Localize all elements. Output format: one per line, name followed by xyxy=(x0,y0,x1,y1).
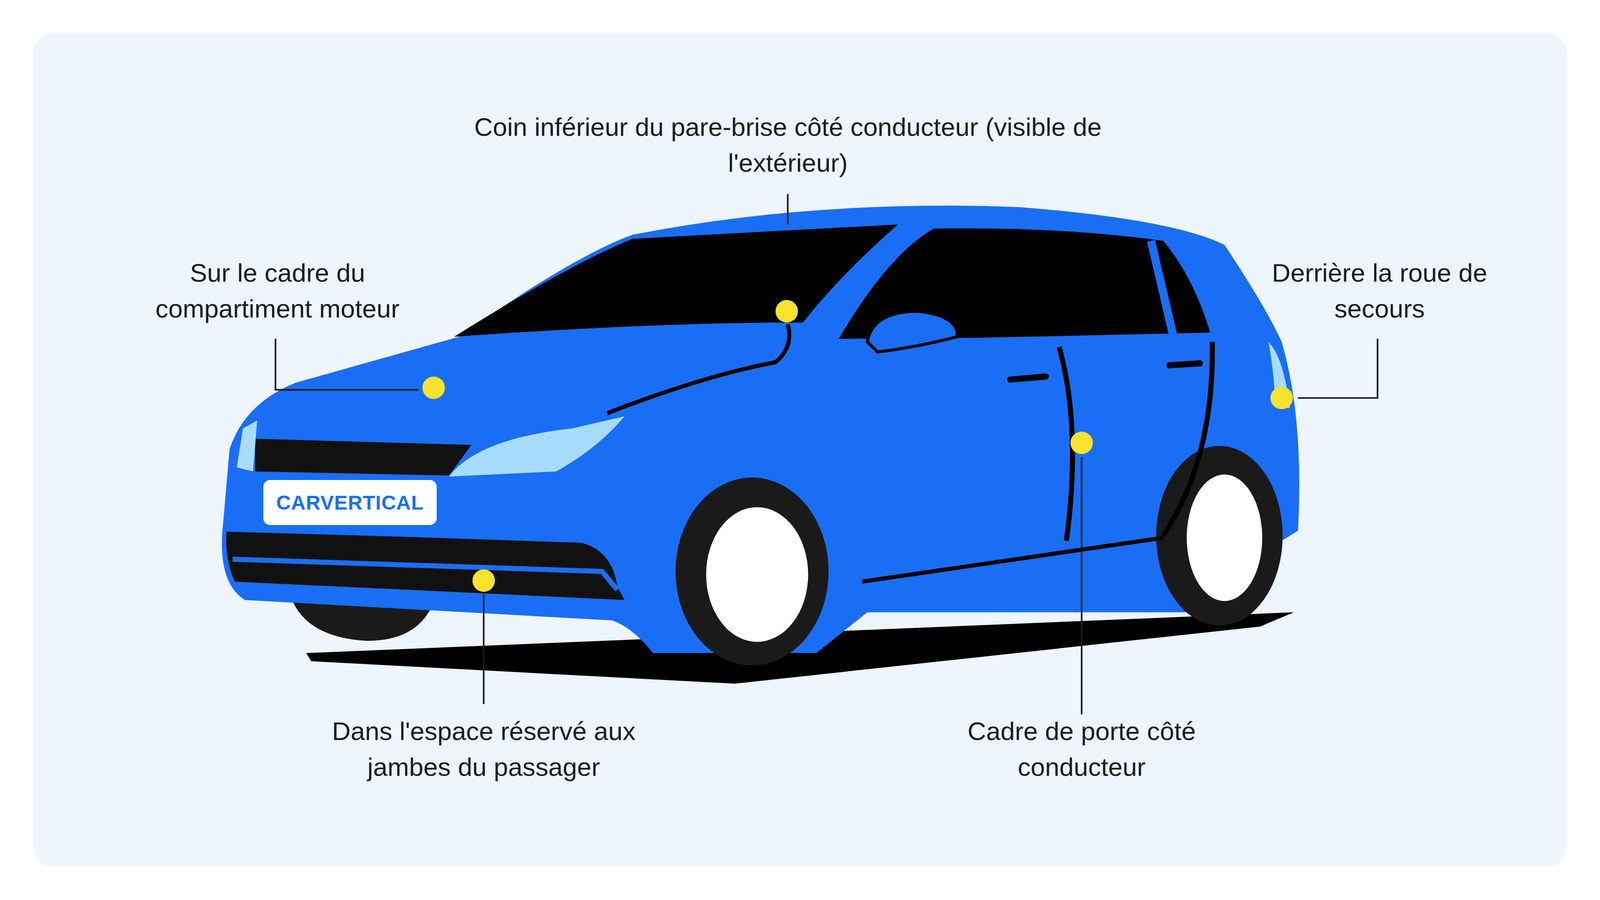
callout-label: Cadre de porte côté conducteur xyxy=(931,713,1232,785)
leader-line xyxy=(1080,457,1083,715)
location-dot xyxy=(422,376,445,400)
door-handle xyxy=(1010,376,1046,380)
windshield xyxy=(454,224,898,337)
plate-logo: CARVERTICAL xyxy=(276,491,424,515)
wheel-rim xyxy=(706,507,809,642)
headlight xyxy=(449,416,625,477)
leader-line xyxy=(1297,338,1378,398)
leader-line xyxy=(482,593,485,704)
headlight xyxy=(236,420,258,472)
callout-label: Dans l'espace réservé aux jambes du pass… xyxy=(287,713,680,785)
location-dot xyxy=(1270,386,1293,410)
sill-line xyxy=(862,537,1163,582)
bumper-trim xyxy=(232,559,618,590)
wheel xyxy=(675,477,829,666)
callout-label: Sur le cadre du compartiment moteur xyxy=(112,255,443,327)
license-plate: CARVERTICAL xyxy=(263,480,437,525)
callout-label: Derrière la roue de secours xyxy=(1262,255,1497,327)
location-dot xyxy=(775,300,798,323)
background-panel xyxy=(33,33,1567,867)
door-handle xyxy=(1169,363,1200,366)
window-pillar xyxy=(1150,240,1174,337)
mirror xyxy=(867,311,958,353)
location-dot xyxy=(1070,431,1093,455)
door-line xyxy=(1163,341,1213,536)
car-body xyxy=(222,205,1300,653)
grille xyxy=(255,438,472,476)
bumper-trim xyxy=(226,528,611,557)
leader-line xyxy=(275,338,419,390)
wheel-rim xyxy=(1186,474,1263,602)
hood-line xyxy=(607,324,790,414)
callout-label: Coin inférieur du pare-brise côté conduc… xyxy=(458,109,1118,181)
wheel xyxy=(1156,445,1283,626)
location-dot xyxy=(472,569,495,593)
leader-line xyxy=(787,193,789,225)
